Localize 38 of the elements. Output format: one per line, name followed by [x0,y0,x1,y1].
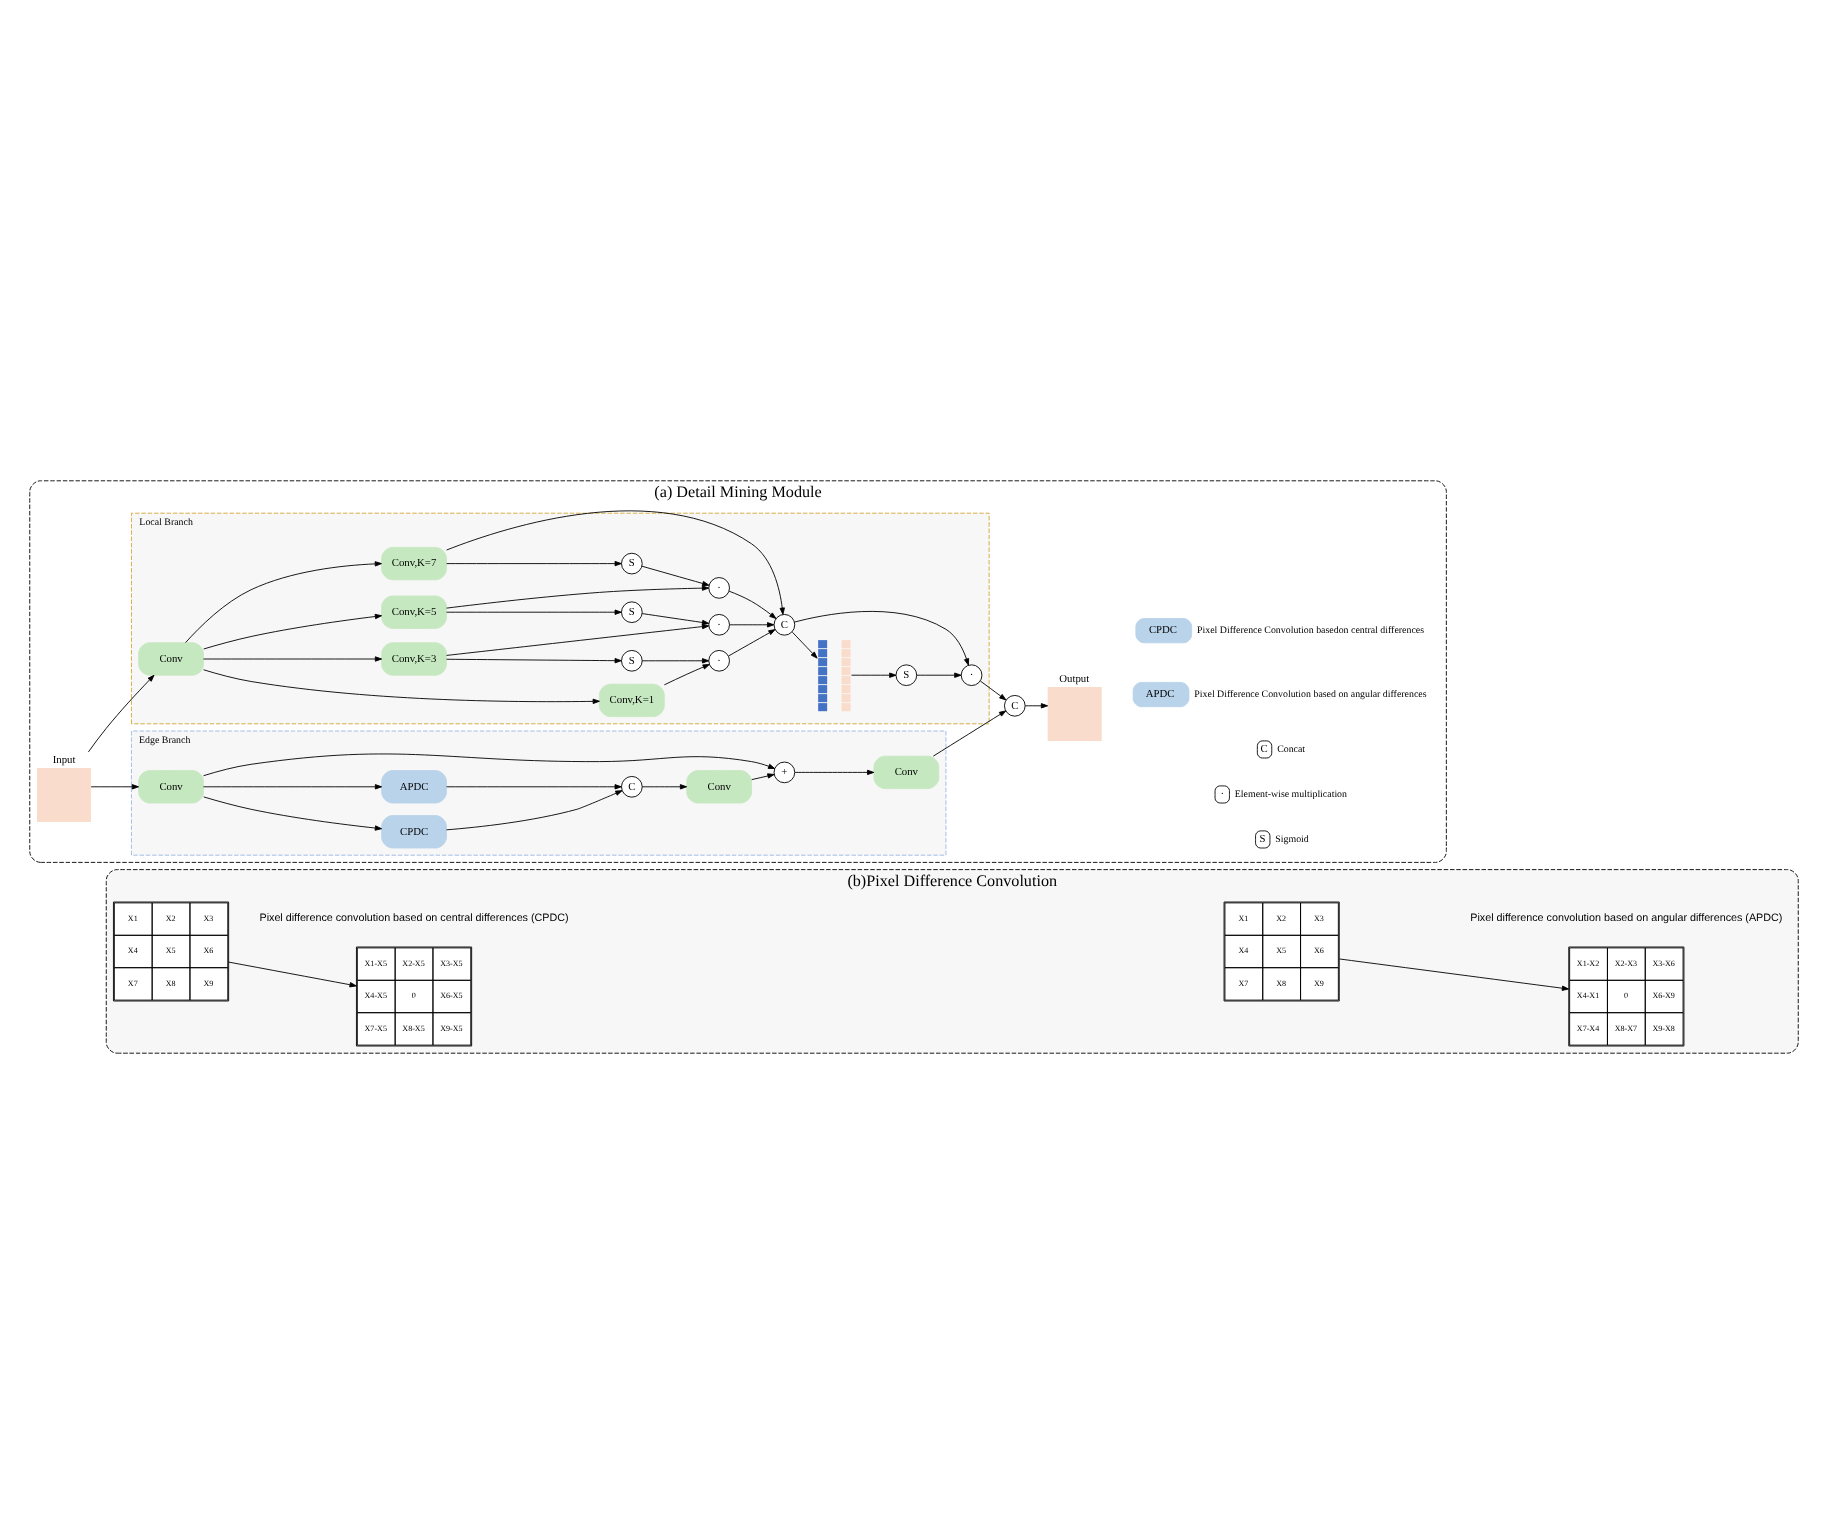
arrow [663,663,710,685]
arrow [641,783,688,789]
arrow [794,768,875,775]
node-box [36,766,91,821]
arrow [851,671,897,677]
arrow [728,589,777,618]
arrow [185,560,382,643]
arrow [729,621,775,627]
node-box [1047,685,1102,740]
arrow [88,673,155,752]
arrow [916,671,962,677]
arrow [932,709,1007,756]
arrow [641,657,710,663]
arrow [446,584,710,608]
arrow [641,612,710,625]
arrow [980,679,1007,700]
arrow [446,789,623,830]
arrow [203,752,776,776]
arrow [203,668,600,703]
arrow [728,628,776,656]
arrow [1024,702,1049,708]
arrow [446,559,622,566]
arrow [751,772,775,780]
arrow [446,608,622,614]
arrow [203,795,382,830]
arrow [228,960,357,987]
arrow [446,783,622,789]
arrow [203,655,383,661]
arrow [203,612,383,649]
arrow [794,610,970,665]
arrow [446,509,785,614]
arrow [791,630,818,658]
arrow [446,657,622,663]
arrow [641,564,710,586]
arrow [90,783,139,789]
arrow [1339,957,1570,990]
arrow [203,783,383,789]
arrow [446,622,710,655]
